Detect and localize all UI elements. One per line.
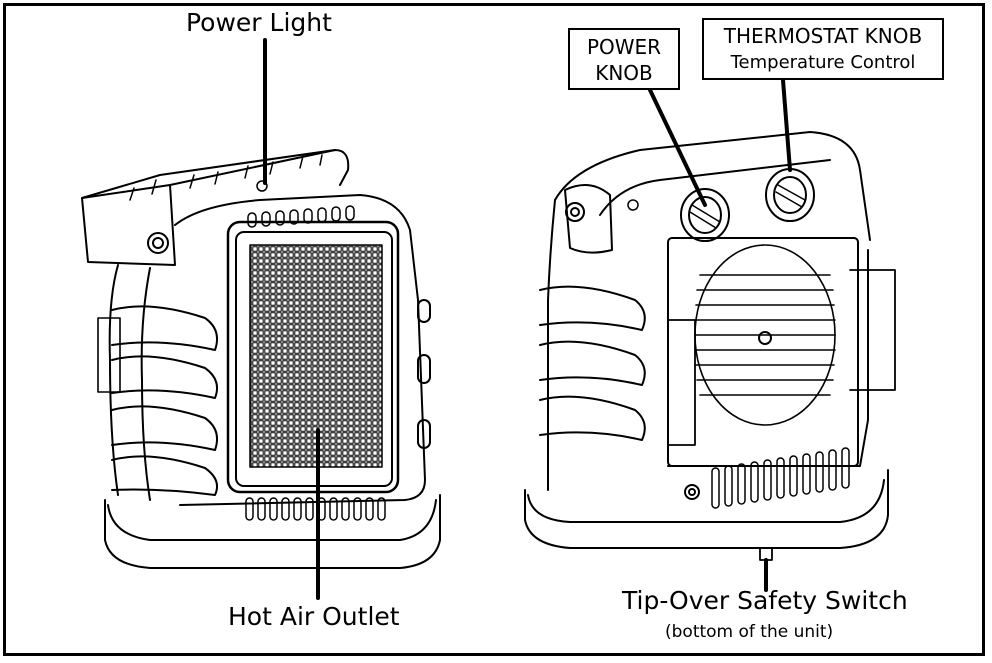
power-knob-label-box: POWER KNOB — [568, 28, 680, 90]
power-knob-label-line1: POWER — [586, 35, 662, 59]
power-knob — [680, 188, 730, 242]
diagram-frame — [3, 3, 985, 656]
rear-fan-grille — [694, 244, 836, 426]
thermostat-knob-label-box: THERMOSTAT KNOB Temperature Control — [702, 18, 944, 80]
front-grille — [226, 220, 400, 494]
rear-heater — [524, 131, 896, 561]
tip-over-switch-label: Tip-Over Safety Switch — [622, 586, 908, 615]
power-knob-label-line2: KNOB — [595, 61, 653, 85]
rear-side-grips — [539, 285, 646, 441]
leader-lines — [263, 38, 792, 600]
front-bottom-vents — [245, 497, 386, 521]
power-light-label: Power Light — [186, 8, 332, 37]
thermostat-knob-label-line2: Temperature Control — [730, 52, 916, 73]
rear-bottom-vents — [711, 447, 850, 509]
front-handle — [81, 149, 350, 266]
front-heater — [81, 149, 441, 569]
front-top-vents — [247, 205, 355, 228]
hot-air-outlet-label: Hot Air Outlet — [228, 602, 400, 631]
tip-over-switch-sublabel: (bottom of the unit) — [665, 622, 834, 642]
front-side-grips — [111, 305, 218, 496]
thermostat-knob — [765, 168, 815, 222]
thermostat-knob-label-line1: THERMOSTAT KNOB — [723, 24, 923, 48]
